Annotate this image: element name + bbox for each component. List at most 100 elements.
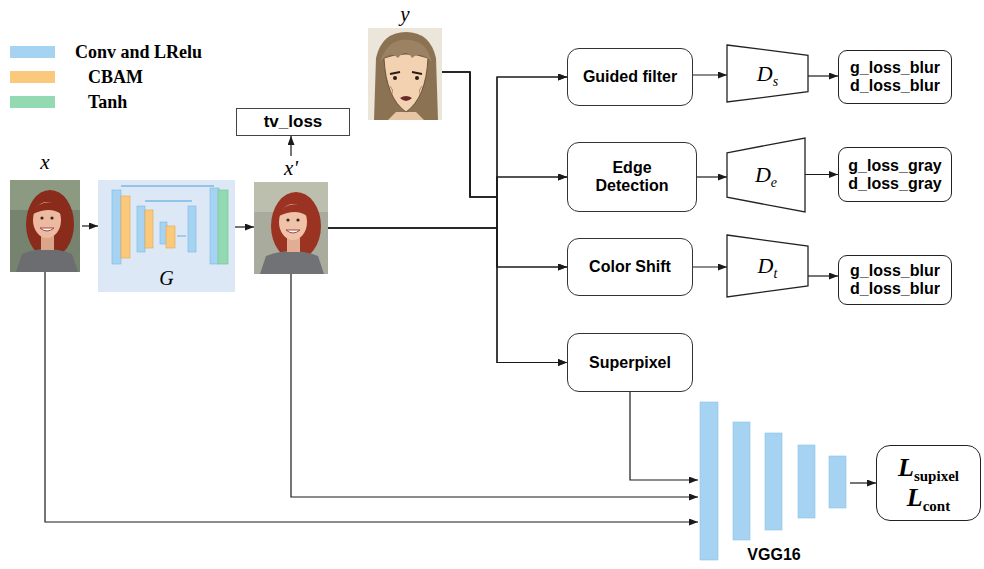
input-photo	[10, 180, 80, 272]
node-label: g_loss_gray	[848, 157, 941, 175]
vgg-layer	[733, 422, 750, 540]
image-node: x'	[254, 156, 328, 274]
subscript-label: s	[773, 74, 778, 90]
legend-label: CBAM	[88, 67, 143, 88]
discriminator: De	[727, 138, 805, 212]
eye	[40, 216, 43, 219]
legend-swatch	[10, 71, 55, 83]
loss-box: g_loss_grayd_loss_gray	[838, 147, 952, 202]
loss-box: g_loss_blurd_loss_blur	[838, 50, 952, 104]
node-label: Color Shift	[589, 258, 671, 276]
loss-box: g_loss_blurd_loss_blur	[838, 255, 952, 305]
process-box: Color Shift	[567, 238, 693, 296]
connector	[290, 136, 291, 156]
eye	[286, 218, 289, 221]
shirt	[260, 251, 324, 274]
brow	[390, 72, 400, 74]
legend-swatch	[10, 96, 55, 108]
text-row: De	[755, 162, 777, 188]
neck	[287, 238, 300, 252]
node-label: G	[159, 267, 173, 290]
text-row: d_loss_gray	[848, 175, 941, 193]
text-row: x'	[284, 156, 298, 181]
connector	[808, 275, 838, 276]
connector	[442, 72, 567, 197]
wrinkle	[390, 86, 422, 94]
text-row: Edge Detection	[588, 159, 676, 195]
discriminator: Ds	[727, 45, 808, 102]
legend-label: Tanh	[88, 92, 127, 113]
discriminator: Dt	[727, 235, 808, 297]
node-label: VGG16	[747, 546, 800, 564]
node-label: d_loss_gray	[848, 175, 941, 193]
vgg-layer	[798, 445, 815, 518]
node-label: L	[898, 453, 914, 483]
trapezoid-shape	[727, 45, 808, 102]
output-photo	[254, 182, 328, 274]
text-row: g_loss_gray	[848, 157, 941, 175]
subscript-label: e	[771, 175, 777, 191]
connector	[291, 274, 698, 497]
node-label: g_loss_blur	[850, 59, 940, 77]
photo-ground	[254, 182, 328, 274]
text-row: Color Shift	[589, 258, 671, 276]
connector	[82, 225, 98, 226]
hair	[26, 190, 74, 258]
subscript-label: t	[774, 266, 778, 282]
face	[384, 54, 428, 112]
subscript-label: supixel	[914, 468, 959, 485]
text-row: d_loss_blur	[850, 280, 940, 298]
trapezoid-shape	[727, 235, 808, 297]
image-node: y	[368, 2, 442, 120]
text-row: x	[40, 150, 49, 175]
text-row: Dt	[758, 253, 778, 279]
connector	[235, 226, 254, 227]
text-row: g_loss_blur	[850, 59, 940, 77]
text-row: g_loss_blur	[850, 262, 940, 280]
node-label: D	[757, 61, 773, 87]
anime-image	[368, 28, 442, 120]
connector	[805, 174, 838, 175]
generator-node: G	[98, 180, 235, 292]
mouth	[400, 96, 412, 101]
connector	[328, 177, 567, 228]
conv-layer	[112, 190, 121, 264]
generator-ground	[98, 180, 235, 292]
legend-label: Conv and LRelu	[75, 42, 202, 63]
node-label: x'	[284, 156, 298, 181]
generator-panel	[98, 180, 235, 292]
process-box: Edge Detection	[567, 142, 697, 212]
connector	[45, 272, 698, 522]
face	[279, 204, 307, 240]
node-label: x	[40, 150, 49, 175]
text-row: VGG16	[747, 546, 800, 564]
subscript-label: cont	[923, 498, 951, 515]
hair	[380, 40, 432, 62]
loss-box: tv_loss	[236, 108, 350, 136]
cbam-layer	[166, 226, 175, 248]
connector	[697, 176, 727, 177]
hair	[271, 192, 321, 260]
text-row: G	[159, 267, 173, 290]
node-label: L	[907, 483, 923, 513]
node-label: d_loss_blur	[850, 77, 940, 95]
mouth	[286, 230, 300, 233]
eye	[415, 76, 419, 80]
connector	[693, 74, 727, 75]
text-row: Lsupixel	[898, 453, 959, 483]
eye	[393, 76, 397, 80]
skip-line	[145, 200, 192, 202]
conv-layer	[137, 206, 145, 252]
face	[33, 202, 61, 238]
text-row: Ds	[757, 61, 778, 87]
connector	[630, 392, 698, 480]
conv-layer	[210, 188, 219, 264]
tanh-layer	[218, 190, 228, 264]
node-label: D	[755, 162, 771, 188]
node-label: D	[758, 253, 774, 279]
node-label: d_loss_blur	[850, 280, 940, 298]
hair	[279, 204, 307, 216]
brow	[412, 72, 422, 74]
cbam-layer	[121, 196, 130, 258]
